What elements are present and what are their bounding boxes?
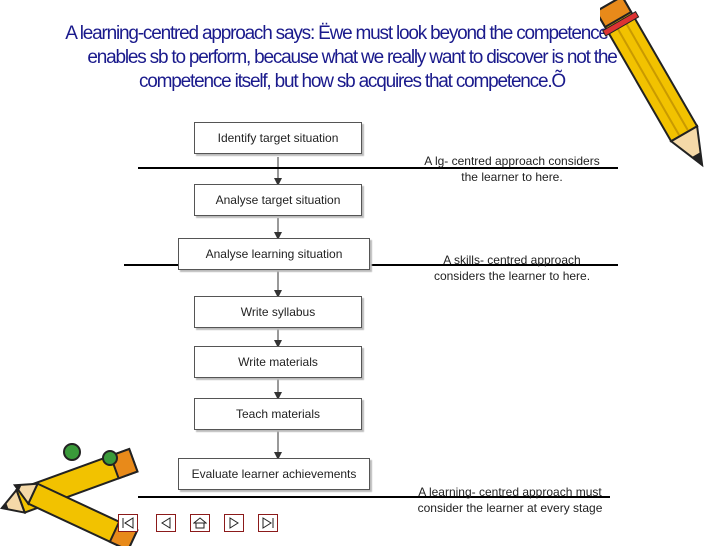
next-slide-button[interactable]	[224, 514, 244, 532]
last-slide-button[interactable]	[258, 514, 278, 532]
first-slide-button[interactable]	[118, 514, 138, 532]
note-lg-centred: A lg- centred approach considers the lea…	[424, 154, 600, 184]
step-write-syllabus: Write syllabus	[194, 296, 362, 328]
step-write-materials: Write materials	[194, 346, 362, 378]
home-button[interactable]	[190, 514, 210, 532]
last-slide-icon	[262, 517, 274, 529]
next-slide-icon	[229, 517, 239, 529]
home-icon	[193, 517, 207, 529]
note-skills-centred: A skills- centred approach considers the…	[433, 253, 591, 283]
step-teach-materials: Teach materials	[194, 398, 362, 430]
slide-title: A learning-centred approach says: Ëwe mu…	[65, 23, 640, 92]
step-identify-target-situation: Identify target situation	[194, 122, 362, 154]
step-analyse-target-situation: Analyse target situation	[194, 184, 362, 216]
pencil-icon-top-right	[600, 0, 704, 168]
step-analyse-learning-situation: Analyse learning situation	[178, 238, 370, 270]
pencils-icon-bottom-left	[0, 443, 139, 546]
previous-slide-icon	[161, 517, 171, 529]
note-learning-centred: A learning- centred approach must consid…	[417, 485, 603, 515]
step-evaluate-learner-achievements: Evaluate learner achievements	[178, 458, 370, 490]
first-slide-icon	[122, 517, 134, 529]
previous-slide-button[interactable]	[156, 514, 176, 532]
